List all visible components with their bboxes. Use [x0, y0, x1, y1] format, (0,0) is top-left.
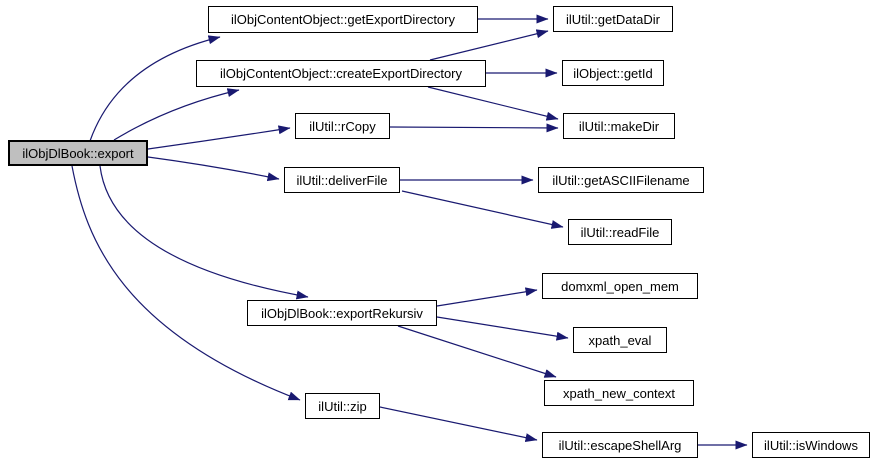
- node-export: ilObjDlBook::export: [8, 140, 148, 166]
- edge-export-to-createExportDirectory: [113, 88, 240, 141]
- node-makeDir[interactable]: ilUtil::makeDir: [563, 113, 675, 139]
- node-xpath_eval[interactable]: xpath_eval: [573, 327, 667, 353]
- node-label: ilObjContentObject::getExportDirectory: [231, 12, 455, 27]
- node-rCopy[interactable]: ilUtil::rCopy: [295, 113, 390, 139]
- node-label: ilUtil::escapeShellArg: [558, 437, 682, 453]
- node-label: xpath_new_context: [562, 385, 676, 401]
- node-zip[interactable]: ilUtil::zip: [305, 393, 380, 419]
- node-getASCIIFilename[interactable]: ilUtil::getASCIIFilename: [538, 167, 704, 193]
- edge-export-to-deliverFile: [147, 156, 280, 182]
- edge-group: [71, 14, 748, 450]
- edge-rCopy-to-makeDir: [389, 123, 559, 133]
- node-label: ilUtil::deliverFile: [296, 172, 388, 188]
- node-label: ilObjContentObject::createExportDirector…: [219, 66, 463, 81]
- edge-exportRekursiv-to-domxml_open_mem: [436, 287, 538, 307]
- node-label: ilObjDlBook::exportRekursiv: [261, 305, 423, 321]
- node-domxml_open_mem[interactable]: domxml_open_mem: [542, 273, 698, 299]
- node-deliverFile[interactable]: ilUtil::deliverFile: [284, 167, 400, 193]
- node-label: ilUtil::zip: [318, 398, 367, 414]
- node-readFile[interactable]: ilUtil::readFile: [568, 219, 672, 245]
- node-label: ilUtil::readFile: [580, 224, 660, 240]
- node-xpath_new_context[interactable]: xpath_new_context: [544, 380, 694, 406]
- node-label: ilUtil::makeDir: [578, 118, 660, 134]
- node-escapeShellArg[interactable]: ilUtil::escapeShellArg: [542, 432, 698, 458]
- node-getExportDirectory[interactable]: ilObjContentObject::getExportDirectory: [208, 6, 478, 33]
- node-label: ilUtil::isWindows: [764, 437, 858, 453]
- node-label: ilObject::getId: [573, 65, 653, 81]
- edge-export-to-getExportDirectory: [89, 35, 221, 142]
- node-label: ilUtil::rCopy: [309, 118, 376, 134]
- node-createExportDirectory[interactable]: ilObjContentObject::createExportDirector…: [196, 60, 486, 87]
- node-label: ilUtil::getDataDir: [566, 11, 660, 27]
- node-getDataDir[interactable]: ilUtil::getDataDir: [553, 6, 673, 32]
- edge-createExportDirectory-to-getDataDir: [429, 29, 549, 61]
- edge-export-to-rCopy: [147, 125, 291, 150]
- edge-exportRekursiv-to-xpath_new_context: [397, 325, 557, 378]
- edge-export-to-exportRekursiv: [99, 165, 309, 300]
- edge-export-to-zip: [71, 165, 301, 401]
- edge-exportRekursiv-to-xpath_eval: [436, 316, 569, 341]
- node-label: xpath_eval: [588, 332, 652, 348]
- edge-zip-to-escapeShellArg: [379, 406, 538, 443]
- node-label: ilUtil::getASCIIFilename: [552, 172, 690, 188]
- node-label: ilObjDlBook::export: [22, 145, 134, 161]
- node-label: domxml_open_mem: [561, 278, 679, 294]
- node-exportRekursiv[interactable]: ilObjDlBook::exportRekursiv: [247, 300, 437, 326]
- edge-createExportDirectory-to-makeDir: [427, 86, 559, 121]
- edge-deliverFile-to-readFile: [401, 190, 564, 229]
- node-isWindows[interactable]: ilUtil::isWindows: [752, 432, 870, 458]
- node-getId[interactable]: ilObject::getId: [562, 60, 664, 86]
